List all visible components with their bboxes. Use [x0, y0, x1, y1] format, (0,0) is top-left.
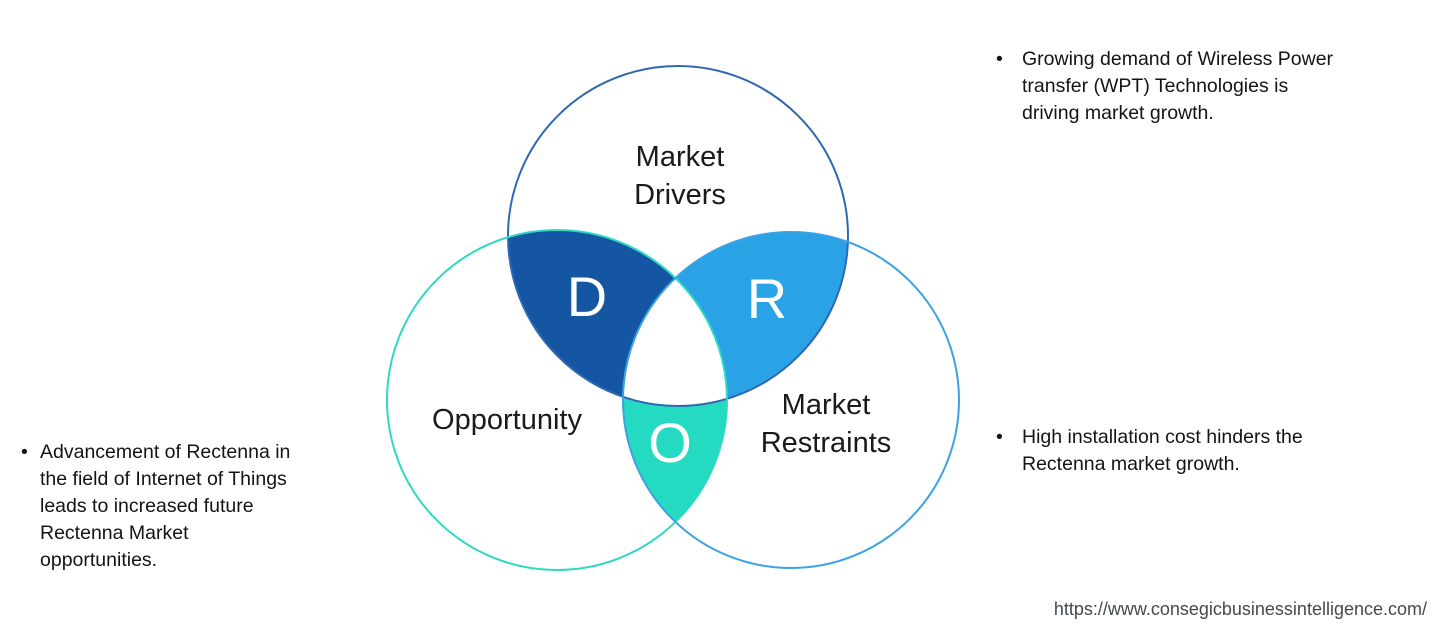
bullet-marker-icon: • [21, 441, 28, 463]
region-letter-o: O [648, 411, 692, 474]
opportunity-circle-outline [386, 229, 728, 571]
bullet-marker-icon: • [996, 426, 1003, 448]
drivers-circle-outline [507, 65, 849, 407]
restraints-circle-outline [622, 231, 960, 569]
bullet-marker-icon: • [996, 48, 1003, 70]
source-url: https://www.consegicbusinessintelligence… [1053, 599, 1427, 619]
opportunity-circle-label: Opportunity [432, 404, 582, 436]
region-letter-r: R [746, 267, 788, 330]
region-letter-d: D [566, 265, 608, 328]
